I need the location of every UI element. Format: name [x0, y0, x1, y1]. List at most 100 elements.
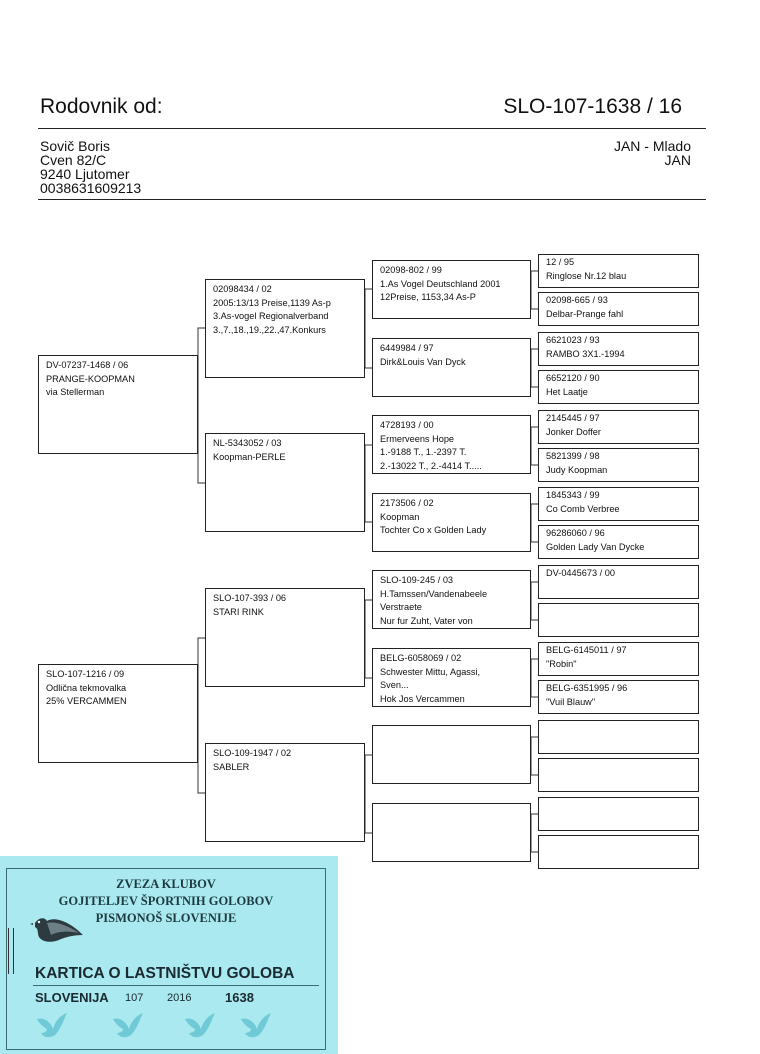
pedigree-line: Golden Lady Van Dycke — [546, 541, 645, 552]
grandparent-mf[interactable]: SLO-107-393 / 06 STARI RINK — [205, 588, 365, 687]
pedigree-line: Co Comb Verbree — [546, 503, 620, 514]
ancestor-fmmf[interactable]: 1845343 / 99 Co Comb Verbree — [538, 487, 699, 521]
card-border: ZVEZA KLUBOV GOJITELJEV ŠPORTNIH GOLOBOV… — [6, 868, 326, 1050]
pedigree-line: Koopman-PERLE — [213, 451, 286, 462]
ancestor-mmfm[interactable] — [538, 758, 699, 792]
pedigree-line: PRANGE-KOOPMAN — [46, 373, 135, 384]
pedigree-line: 2173506 / 02 — [380, 498, 434, 508]
pedigree-line: Koopman — [380, 511, 420, 522]
pigeon-icon — [30, 918, 83, 942]
pedigree-line: Sven... — [380, 680, 409, 690]
pedigree-line: 4728193 / 00 — [380, 420, 434, 430]
connector-fmf — [530, 426, 538, 466]
pedigree-line: Jonker Doffer — [546, 426, 601, 437]
pedigree-line: 5821399 / 98 — [546, 451, 600, 461]
owner-name: Sovič Boris — [40, 138, 111, 154]
ancestor-mmmf[interactable] — [538, 797, 699, 831]
ancestor-mfmf[interactable]: BELG-6145011 / 97 "Robin" — [538, 642, 699, 676]
connector-mmm — [530, 813, 538, 853]
pedigree-line: 3.,7.,18.,19.,22.,47.Konkurs — [213, 324, 326, 335]
ancestor-mmm[interactable] — [372, 803, 531, 862]
card-number: 1638 — [225, 990, 254, 1005]
owner-city: 9240 Ljutomer — [40, 166, 130, 182]
dove-icon — [37, 1013, 67, 1038]
dove-icon — [113, 1013, 143, 1038]
pedigree-line: 3.As-vogel Regionalverband — [213, 311, 329, 321]
connector-mfm — [530, 658, 538, 698]
pedigree-line: 1.-9188 T., 1.-2397 T. — [380, 447, 467, 457]
pedigree-line: Nur fur Zuht, Vater von — [380, 615, 473, 626]
pedigree-line: 12Preise, 1153,34 As-P — [380, 292, 476, 302]
parent-father[interactable]: DV-07237-1468 / 06 PRANGE-KOOPMAN via Stel… — [38, 355, 198, 454]
ancestor-mfmm[interactable]: BELG-6351995 / 96 "Vuil Blauw" — [538, 680, 699, 714]
ancestor-mmff[interactable] — [538, 720, 699, 754]
connector-ff — [364, 288, 372, 369]
connector-mm — [364, 754, 372, 834]
ownership-card: ZVEZA KLUBOV GOJITELJEV ŠPORTNIH GOLOBOV… — [0, 856, 338, 1054]
grandparent-fm[interactable]: NL-5343052 / 03 Koopman-PERLE — [205, 433, 365, 532]
ancestor-ffmm[interactable]: 6652120 / 90 Het Laatje — [538, 370, 699, 404]
card-field-line — [33, 985, 319, 986]
pedigree-line: SLO-107-393 / 06 — [213, 593, 287, 603]
pedigree-line: 12 / 95 — [546, 257, 575, 267]
card-club: 107 — [125, 992, 144, 1004]
connector-fmm — [530, 503, 538, 543]
pedigree-line: BELG-6351995 / 96 — [546, 683, 628, 693]
pedigree-line: Odlična tekmovalka — [46, 682, 127, 693]
pedigree-line: DV-07237-1468 / 06 — [46, 360, 129, 370]
bird-info: JAN - Mlado JAN — [614, 139, 691, 167]
ancestor-mmf[interactable] — [372, 725, 531, 784]
owner-phone: 0038631609213 — [40, 180, 142, 196]
pedigree-line: 1845343 / 99 — [546, 490, 600, 500]
pedigree-line: Het Laatje — [546, 386, 588, 397]
connector-fff — [530, 270, 538, 310]
connector-mmf — [530, 736, 538, 776]
pedigree-line: SLO-109-245 / 03 — [380, 575, 454, 585]
connector-mother — [197, 637, 205, 794]
pedigree-line: 6652120 / 90 — [546, 373, 600, 383]
card-staple-mark — [8, 928, 14, 974]
pedigree-line: SABLER — [213, 761, 250, 772]
bird-color: JAN - Mlado — [613, 138, 691, 154]
pedigree-line: STARI RINK — [213, 606, 264, 617]
pedigree-line: NL-5343052 / 03 — [213, 438, 282, 448]
card-country: SLOVENIJA — [35, 990, 109, 1005]
connector-ffm — [530, 348, 538, 388]
pedigree-line: 1.As Vogel Deutschland 2001 — [380, 278, 501, 289]
connector-mf — [364, 599, 372, 679]
owner-info: Sovič Boris Cven 82/C 9240 Ljutomer 0038… — [40, 139, 141, 195]
ancestor-mffm[interactable] — [538, 603, 699, 637]
card-org-line3: PISMONOŠ SLOVENIJE — [95, 911, 237, 925]
ancestor-mfff[interactable]: DV-0445673 / 00 — [538, 565, 699, 599]
pedigree-line: via Stellerman — [46, 387, 105, 397]
pedigree-line: Verstraete — [380, 602, 422, 612]
connector-father — [197, 327, 205, 484]
pedigree-line: "Robin" — [546, 658, 577, 669]
pedigree-line: 02098434 / 02 — [213, 284, 272, 294]
pedigree-line: BELG-6145011 / 97 — [546, 645, 627, 655]
pedigree-line: "Vuil Blauw" — [546, 696, 596, 707]
dove-icon — [241, 1013, 271, 1038]
pedigree-line: Ringlose Nr.12 blau — [546, 270, 627, 281]
ancestor-ffff[interactable]: 12 / 95 Ringlose Nr.12 blau — [538, 254, 699, 288]
pedigree-line: 6621023 / 93 — [546, 335, 600, 345]
ancestor-mmmm[interactable] — [538, 835, 699, 869]
card-org-line2: GOJITELJEV ŠPORTNIH GOLOBOV — [58, 894, 274, 908]
ring-number: SLO-107-1638 / 16 — [503, 95, 682, 118]
pedigree-line: Tochter Co x Golden Lady — [380, 525, 487, 535]
